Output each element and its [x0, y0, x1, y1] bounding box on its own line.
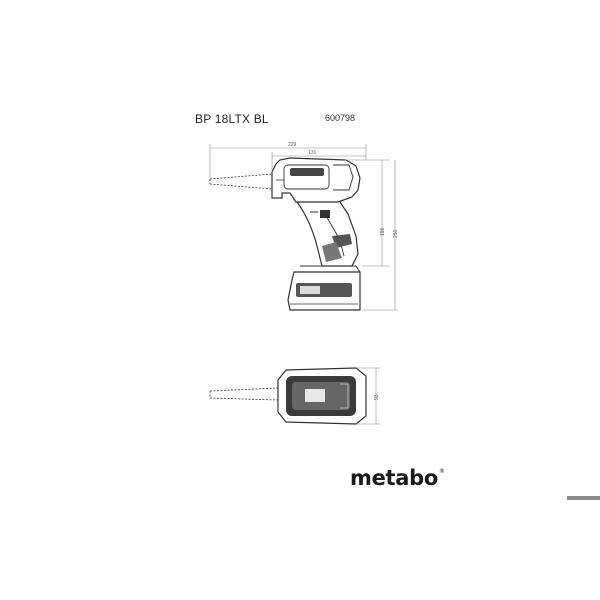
- top-view-nozzle: [209, 387, 279, 401]
- top-view-dimensions: [356, 367, 380, 425]
- top-view-housing: [277, 367, 367, 425]
- dim-overall-length: 229: [288, 142, 297, 148]
- logo-text: metabo: [350, 466, 438, 490]
- article-number: 600798: [325, 113, 356, 123]
- dim-body-length: 131: [308, 150, 317, 156]
- side-view-nozzle: [209, 173, 273, 190]
- dim-handle-height: 196: [380, 227, 386, 236]
- gray-accent-bar: [567, 496, 600, 500]
- side-view-dimensions: [209, 144, 398, 311]
- model-name: BP 18LTX BL: [195, 112, 269, 126]
- side-view-label-plate: [290, 168, 324, 176]
- dim-width: 93: [374, 394, 380, 400]
- side-view: [209, 157, 361, 311]
- metabo-logo: metabo®: [350, 466, 445, 490]
- dim-overall-height: 250: [393, 229, 399, 238]
- registered-mark: ®: [439, 468, 445, 475]
- top-view: [209, 367, 367, 425]
- side-view-handle: [296, 201, 359, 267]
- top-view-label: [305, 389, 325, 402]
- side-view-trigger: [320, 210, 330, 218]
- side-view-housing: [271, 157, 361, 203]
